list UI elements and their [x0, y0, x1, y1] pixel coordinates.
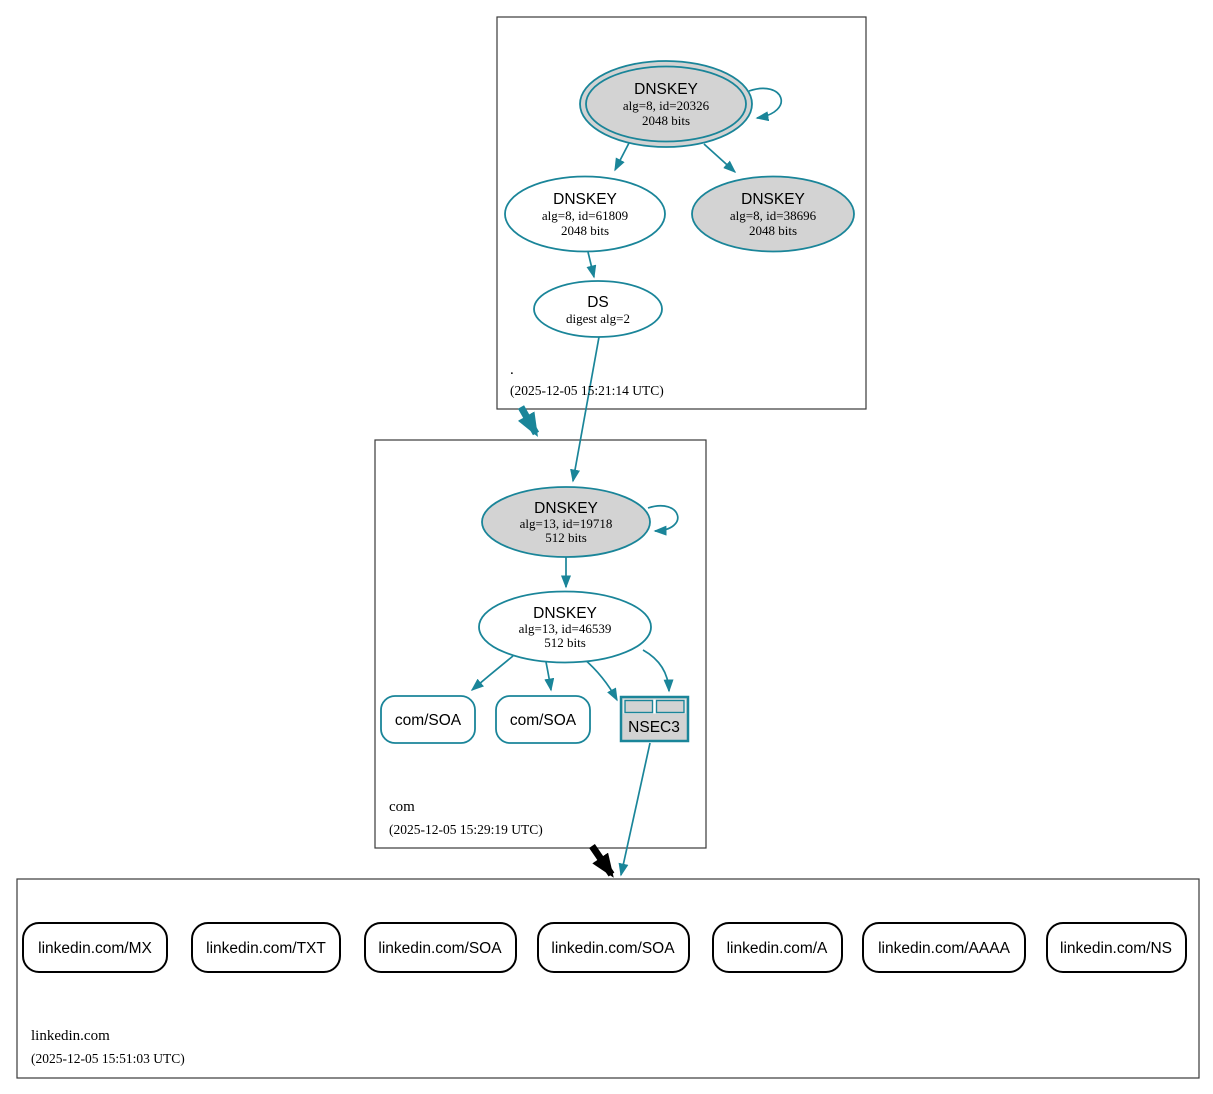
root-ksk-dnskey-node[interactable]: DNSKEY alg=8, id=20326 2048 bits [579, 60, 753, 148]
root-ds-title: DS [587, 294, 609, 311]
com-zsk-meta1: alg=13, id=46539 [519, 621, 612, 636]
com-ksk-dnskey-node[interactable]: DNSKEY alg=13, id=19718 512 bits [481, 486, 651, 558]
linkedin-txt-label: linkedin.com/TXT [206, 940, 326, 957]
root-zsk-title: DNSKEY [553, 191, 617, 208]
linkedin-soa-2-label: linkedin.com/SOA [551, 940, 675, 957]
com-ksk-meta1: alg=13, id=19718 [520, 516, 613, 531]
root-ds-meta1: digest alg=2 [566, 311, 630, 326]
nsec3-header-cell-2 [655, 699, 685, 714]
linkedin-ns-label: linkedin.com/NS [1060, 940, 1172, 957]
edge-com-zsk-to-soa1 [470, 655, 514, 691]
com-nsec3-node[interactable]: NSEC3 [619, 695, 690, 743]
delegation-arrow-root-to-com [517, 405, 540, 437]
com-zone-timestamp: (2025-12-05 15:29:19 UTC) [389, 822, 543, 837]
com-soa-rrset-2[interactable]: com/SOA [495, 695, 591, 744]
linkedin-zone-label: linkedin.com [31, 1028, 110, 1044]
edge-com-zsk-to-soa2 [544, 661, 555, 692]
edge-com-zsk-to-nsec3-left [582, 657, 618, 702]
edge-root-zsk-to-ds [586, 251, 597, 279]
linkedin-soa-rrset-1[interactable]: linkedin.com/SOA [364, 922, 517, 973]
root-ds-node[interactable]: DS digest alg=2 [533, 280, 663, 338]
com-zone-label: com [389, 799, 415, 815]
linkedin-aaaa-label: linkedin.com/AAAA [878, 940, 1010, 957]
edge-com-ksk-selfloop [647, 505, 679, 536]
com-zsk-meta2: 512 bits [544, 635, 586, 650]
zone-box-linkedin [16, 878, 1200, 1079]
delegation-arrow-com-to-linkedin [589, 844, 615, 878]
root-key38696-meta1: alg=8, id=38696 [730, 208, 817, 223]
edge-root-ksk-selfloop [748, 87, 783, 122]
edge-nsec3-to-linkedin [618, 742, 651, 877]
root-zsk-meta1: alg=8, id=61809 [542, 208, 628, 223]
com-zsk-dnskey-node[interactable]: DNSKEY alg=13, id=46539 512 bits [478, 590, 652, 664]
linkedin-ns-rrset[interactable]: linkedin.com/NS [1046, 922, 1187, 973]
root-ksk-title: DNSKEY [634, 81, 698, 98]
root-ksk-meta2: 2048 bits [642, 113, 690, 128]
com-ksk-title: DNSKEY [534, 500, 598, 517]
linkedin-soa-rrset-2[interactable]: linkedin.com/SOA [537, 922, 690, 973]
linkedin-aaaa-rrset[interactable]: linkedin.com/AAAA [862, 922, 1026, 973]
root-zone-label: . [510, 362, 514, 378]
root-dnskey-38696-node[interactable]: DNSKEY alg=8, id=38696 2048 bits [691, 175, 855, 253]
edge-root-ksk-to-key38696 [703, 143, 737, 174]
root-key38696-title: DNSKEY [741, 191, 805, 208]
linkedin-a-rrset[interactable]: linkedin.com/A [712, 922, 843, 973]
nsec3-header-cell-1 [624, 699, 654, 714]
linkedin-soa-1-label: linkedin.com/SOA [378, 940, 502, 957]
zone-box-com [374, 439, 707, 849]
root-key38696-meta2: 2048 bits [749, 223, 797, 238]
linkedin-txt-rrset[interactable]: linkedin.com/TXT [191, 922, 341, 973]
com-zsk-title: DNSKEY [533, 605, 597, 622]
com-soa-1-label: com/SOA [395, 712, 462, 729]
root-zsk-dnskey-node[interactable]: DNSKEY alg=8, id=61809 2048 bits [504, 175, 666, 253]
root-zsk-meta2: 2048 bits [561, 223, 609, 238]
linkedin-a-label: linkedin.com/A [727, 940, 828, 957]
root-zone-timestamp: (2025-12-05 15:21:14 UTC) [510, 383, 664, 398]
com-ksk-meta2: 512 bits [545, 530, 587, 545]
com-soa-rrset-1[interactable]: com/SOA [380, 695, 476, 744]
zone-box-root [496, 16, 867, 410]
com-nsec3-label: NSEC3 [628, 719, 680, 736]
com-soa-2-label: com/SOA [510, 712, 577, 729]
root-ksk-meta1: alg=8, id=20326 [623, 98, 710, 113]
edge-com-zsk-to-nsec3-top [642, 649, 674, 693]
edge-root-ds-to-com-ksk [570, 336, 600, 483]
linkedin-mx-rrset[interactable]: linkedin.com/MX [22, 922, 168, 973]
linkedin-zone-timestamp: (2025-12-05 15:51:03 UTC) [31, 1051, 185, 1066]
linkedin-mx-label: linkedin.com/MX [38, 940, 152, 957]
edge-root-ksk-to-zsk [614, 142, 630, 172]
